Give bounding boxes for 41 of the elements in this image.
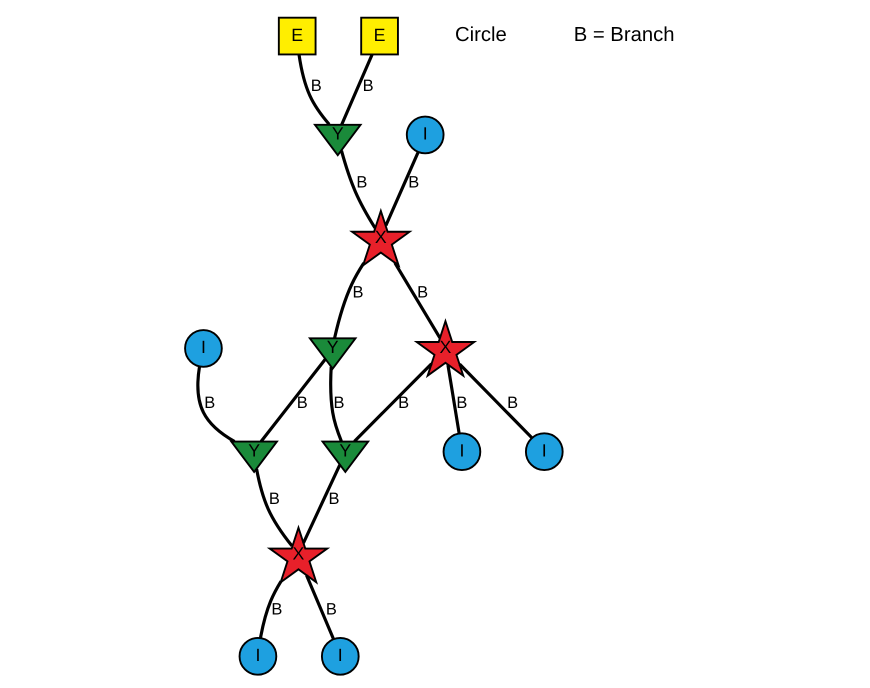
- connector: [255, 468, 294, 547]
- edge-label: B: [408, 173, 420, 192]
- edge-label: B: [271, 600, 282, 618]
- edge-label: B: [296, 394, 308, 412]
- connector: [260, 358, 326, 442]
- node-box: E: [278, 16, 317, 56]
- connector: [340, 54, 374, 126]
- connector: [458, 363, 534, 440]
- edge-label: B: [310, 77, 322, 96]
- edge-label: B: [356, 173, 368, 192]
- edge-label: B: [417, 284, 428, 302]
- node-box: E: [360, 16, 399, 56]
- connector: [297, 54, 330, 126]
- label: B = Branch: [574, 24, 675, 46]
- connector: [329, 366, 343, 442]
- edge-label: B: [507, 394, 518, 412]
- node-circle: I: [320, 637, 360, 676]
- node-circle: I: [524, 432, 564, 472]
- edge-label: B: [456, 394, 468, 412]
- edge-label: B: [268, 490, 280, 508]
- edge-label: B: [204, 394, 216, 412]
- connector: [446, 364, 461, 434]
- connector: [305, 574, 335, 640]
- connector: [340, 150, 376, 229]
- connector: [258, 580, 282, 638]
- node-circle: I: [442, 432, 482, 472]
- connector: [196, 366, 236, 443]
- edge-label: B: [362, 77, 374, 96]
- connector: [302, 464, 342, 544]
- label: Circle: [455, 24, 507, 46]
- connector: [333, 262, 366, 338]
- node-circle: I: [184, 329, 223, 368]
- edge-label: B: [334, 394, 345, 412]
- connector: [353, 362, 433, 442]
- node-circle: I: [406, 116, 444, 154]
- connector: [384, 152, 420, 226]
- edge-label: B: [398, 394, 410, 412]
- edge-label: B: [326, 600, 337, 618]
- edge-label: B: [352, 284, 364, 302]
- node-circle: I: [238, 637, 278, 676]
- edge-label: B: [328, 490, 340, 508]
